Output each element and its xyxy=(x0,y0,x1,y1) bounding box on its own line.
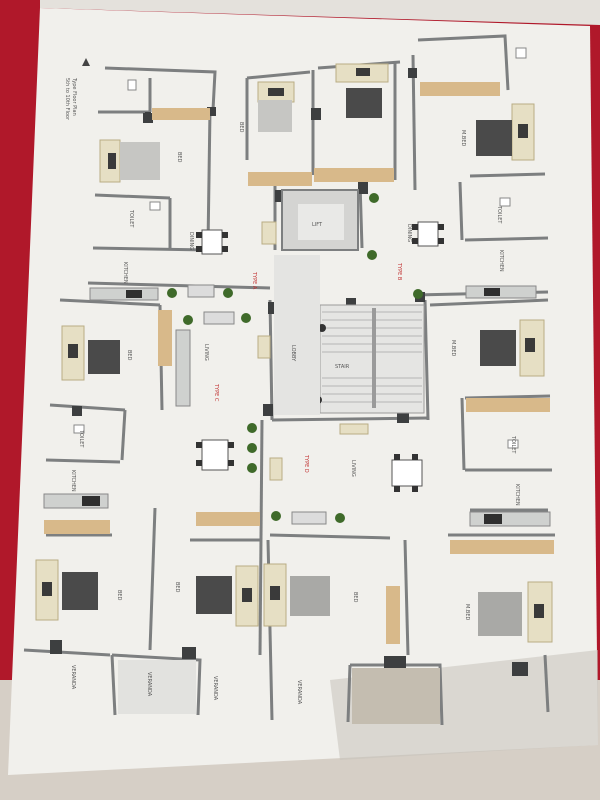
bed xyxy=(196,565,259,627)
wood-accents xyxy=(44,82,554,644)
dining-tables xyxy=(196,221,444,492)
room-label-veranda: VERANDA xyxy=(212,676,218,701)
lobby-floor xyxy=(274,255,320,415)
veranda-floor xyxy=(352,668,440,724)
room-label-kitchen: KITCHEN xyxy=(514,484,520,506)
bed xyxy=(476,103,535,161)
unit-label-a: TYPE A xyxy=(251,271,257,290)
bed xyxy=(257,81,295,132)
room-label-toilet: TOILET xyxy=(510,435,516,454)
room-label-bed: BED xyxy=(176,152,182,163)
room-label-dining: DINING xyxy=(406,224,412,242)
bed xyxy=(35,559,98,621)
room-label-living: LIVING xyxy=(350,460,356,477)
room-label-master-bed: M.BED xyxy=(464,604,470,620)
unit-label-d: TYPE D xyxy=(303,454,309,473)
lobby-label: LOBBY xyxy=(290,345,296,362)
stair-label: STAIR xyxy=(335,364,350,370)
veranda-floor xyxy=(118,660,196,714)
dining-table xyxy=(391,454,423,492)
room-label-bed: BED xyxy=(116,590,122,601)
bed xyxy=(61,325,120,381)
counters xyxy=(43,221,551,527)
room-label-veranda: VERANDA xyxy=(146,672,152,697)
room-label-kitchen: KITCHEN xyxy=(70,470,76,492)
dining-table xyxy=(412,221,444,247)
lift-core: LIFT xyxy=(281,189,359,251)
top-edge-band xyxy=(40,0,600,25)
stair-core: STAIR xyxy=(314,304,425,414)
room-labels: TYPE A TYPE B TYPE C TYPE D BED BED M.BE… xyxy=(70,122,520,705)
bed xyxy=(99,139,160,183)
room-label-living: LIVING xyxy=(203,344,209,361)
room-label-dining: DINING xyxy=(188,232,194,250)
room-label-master-bed: M.BED xyxy=(450,340,456,356)
dining-table xyxy=(196,439,234,471)
dining-table xyxy=(196,229,228,255)
legend-title: Type Floor Plan xyxy=(71,77,77,116)
north-arrow-icon xyxy=(82,58,90,66)
room-label-bed: BED xyxy=(174,582,180,593)
room-label-bed: BED xyxy=(238,122,244,133)
room-label-toilet: TOILET xyxy=(128,209,134,228)
unit-label-c: TYPE C xyxy=(213,383,219,402)
room-label-kitchen: KITCHEN xyxy=(498,250,504,272)
legend-block: Type Floor Plan 5th to 10th Floor xyxy=(64,58,90,121)
bed xyxy=(263,563,330,627)
bed xyxy=(335,63,389,118)
plants xyxy=(167,193,423,523)
beds xyxy=(35,63,553,643)
lift-label: LIFT xyxy=(312,222,323,228)
unit-label-b: TYPE B xyxy=(396,262,402,281)
room-label-toilet: TOILET xyxy=(496,205,502,224)
room-label-bed: BED xyxy=(126,350,132,361)
legend-subtitle: 5th to 10th Floor xyxy=(64,78,70,121)
room-label-veranda: VERANDA xyxy=(296,680,302,705)
bed xyxy=(480,319,545,377)
room-label-master-bed: M.BED xyxy=(460,130,466,146)
room-label-kitchen: KITCHEN xyxy=(122,262,128,284)
room-label-toilet: TOILET xyxy=(78,429,84,448)
bed xyxy=(478,581,553,643)
room-label-veranda: VERANDA xyxy=(70,665,76,690)
room-label-bed: BED xyxy=(352,592,358,603)
